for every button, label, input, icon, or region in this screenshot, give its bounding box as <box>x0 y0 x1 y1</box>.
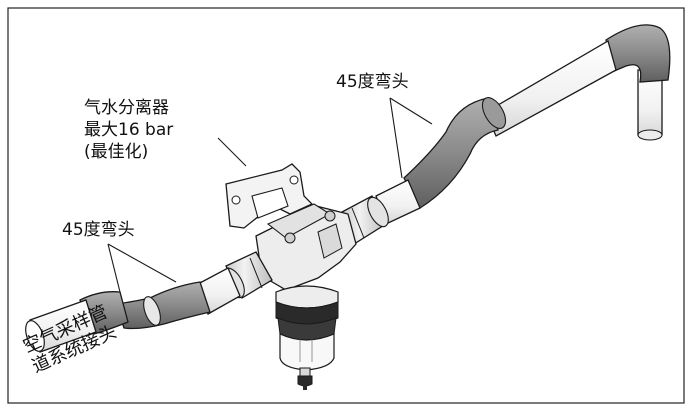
elbow-top-right <box>605 24 671 83</box>
drain-valve <box>297 367 313 390</box>
separator-bowl <box>275 285 339 371</box>
leader-elbow-right-b <box>389 97 433 125</box>
label-elbow-left: 45度弯头 <box>62 220 135 240</box>
pipe-left-end <box>25 299 97 353</box>
leader-elbow-right-a <box>389 97 403 179</box>
label-separator-line-3: (最佳化) <box>84 142 149 162</box>
separator-head <box>255 203 357 291</box>
leader-elbow-left-b <box>107 243 177 283</box>
leader-elbow-left-a <box>107 243 121 293</box>
frame-border <box>7 7 685 404</box>
label-separator-line-2: 最大16 bar <box>84 120 174 140</box>
mounting-bracket <box>225 163 314 229</box>
pipe-right-vertical <box>637 69 663 141</box>
label-elbow-right: 45度弯头 <box>336 72 409 92</box>
label-separator-line-1: 气水分离器 <box>84 98 169 118</box>
leader-lines <box>107 97 433 293</box>
leader-separator <box>217 137 247 167</box>
elbow-right-45 <box>403 97 507 209</box>
label-separator: 气水分离器 最大16 bar (最佳化) <box>84 97 173 163</box>
